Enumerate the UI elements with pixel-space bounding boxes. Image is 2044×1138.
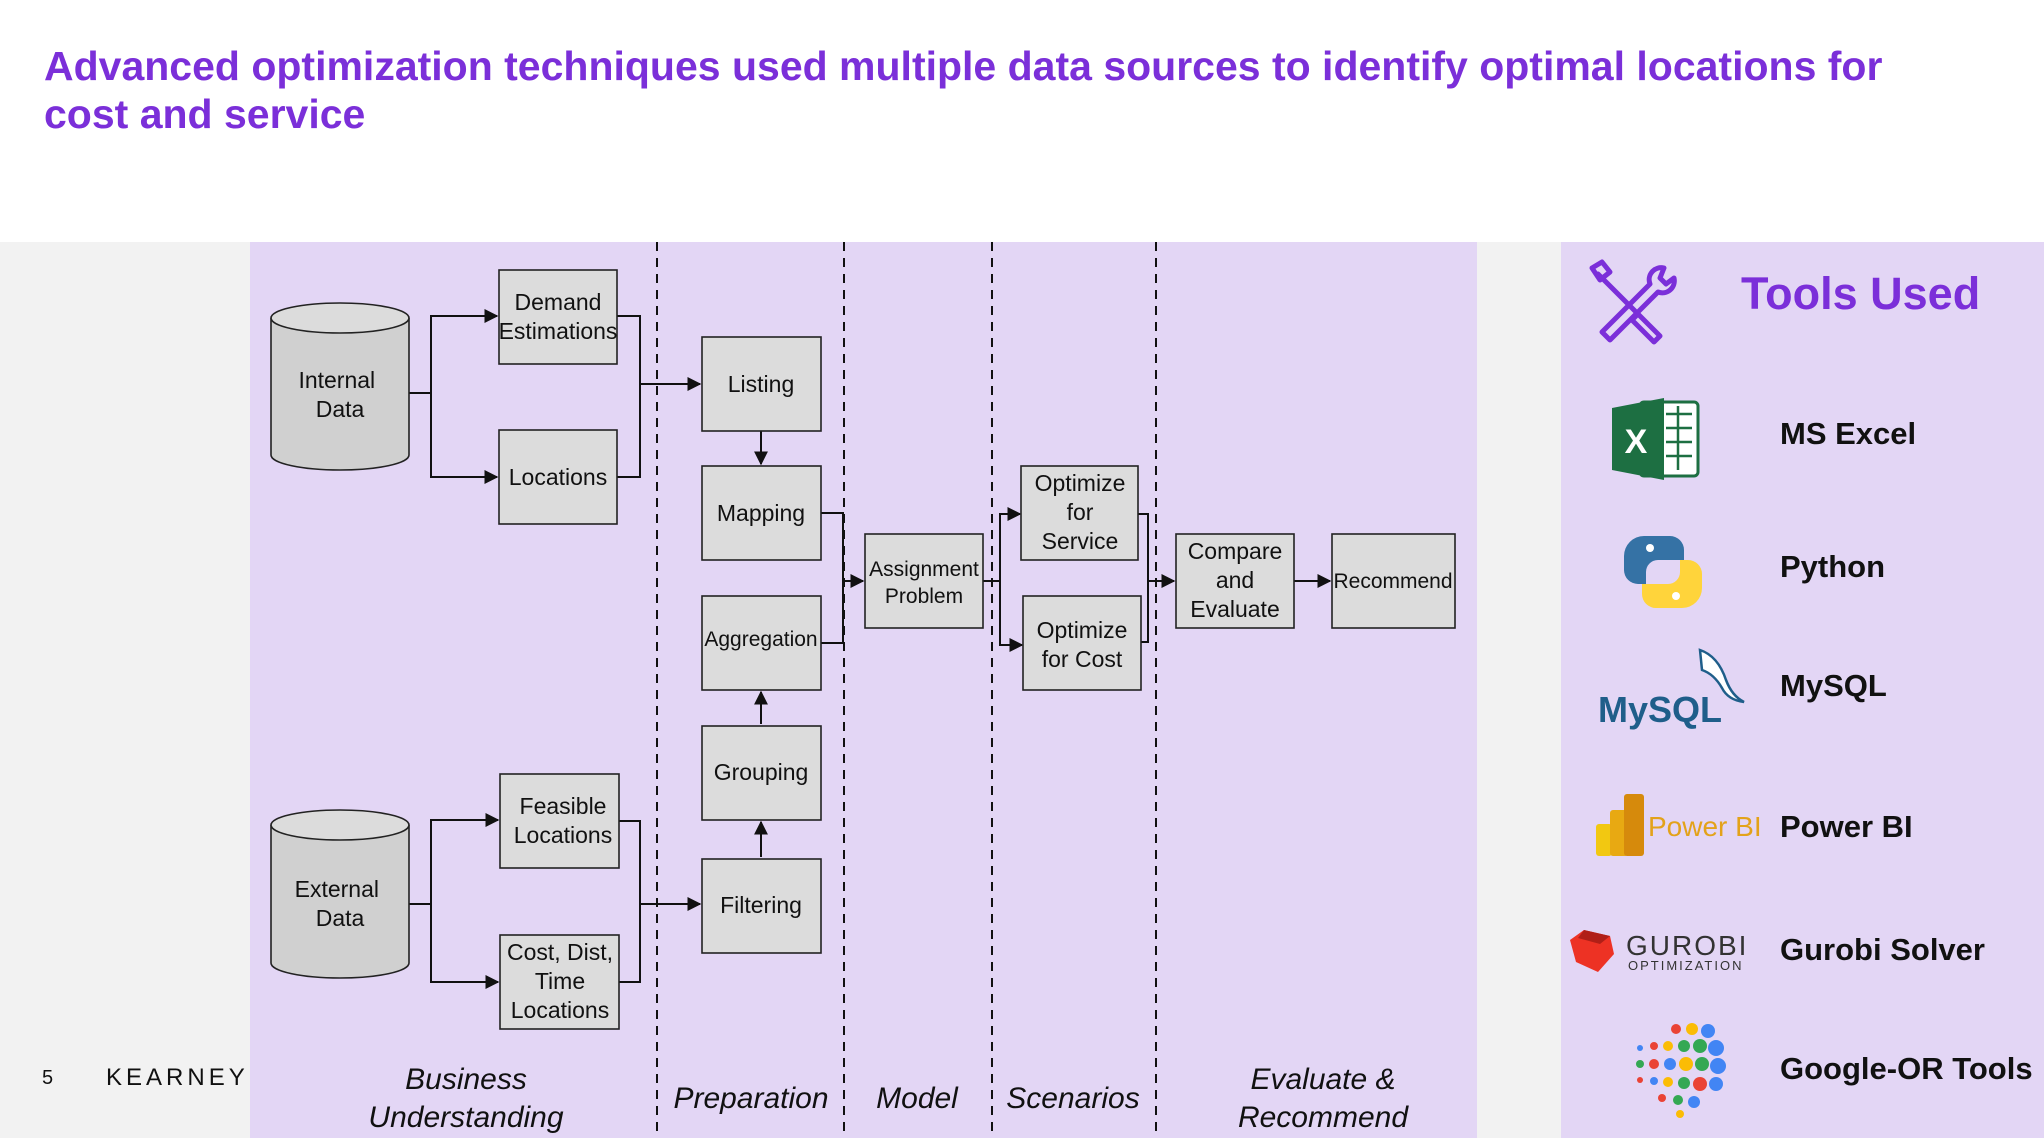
wrench-screwdriver-icon [1589,259,1677,345]
node-locations: Locations [498,429,618,525]
brand-logo: KEARNEY [106,1064,249,1091]
phase-model: Model [876,1082,959,1115]
gurobi-icon: GUROBI OPTIMIZATION [1570,930,1748,973]
excel-icon: X [1612,398,1700,480]
node-recommend: Recommend [1331,533,1456,629]
svg-text:MySQL: MySQL [1598,689,1722,730]
node-mapping: Mapping [701,465,822,561]
phase-separators [656,242,1157,1138]
process-panel [250,242,1477,1138]
svg-text:GUROBI: GUROBI [1626,930,1748,961]
tool-google-or-tools: Google-OR Tools [1780,1051,2033,1086]
svg-text:Grouping: Grouping [714,759,809,785]
page-number: 5 [42,1067,54,1089]
node-listing: Listing [701,336,822,432]
python-icon [1624,536,1702,608]
tools-used-title: Tools Used [1741,268,1981,319]
svg-text:Filtering: Filtering [720,892,802,918]
google-or-tools-icon [1636,1023,1726,1118]
page-title: Advanced optimization techniques used mu… [44,43,1883,137]
node-aggregation: Aggregation [701,595,822,691]
svg-text:Power BI: Power BI [1648,811,1762,842]
svg-text:Recommend: Recommend [1333,570,1452,593]
svg-text:Listing: Listing [728,371,794,397]
mysql-icon: MySQL [1598,648,1745,730]
phase-evaluate-recommend: Evaluate &Recommend [1238,1063,1409,1134]
tool-gurobi-solver: Gurobi Solver [1780,932,1985,967]
connectors [409,309,1332,989]
internal-data-cylinder: Internal Data [270,302,410,471]
svg-text:OPTIMIZATION: OPTIMIZATION [1628,958,1743,973]
phase-preparation: Preparation [673,1082,828,1115]
powerbi-icon: Power BI [1596,794,1762,856]
svg-text:Aggregation: Aggregation [704,628,817,651]
phase-scenarios: Scenarios [1006,1082,1139,1115]
node-grouping: Grouping [701,725,822,821]
svg-text:Mapping: Mapping [717,500,805,526]
tools-panel [1561,242,2044,1138]
tool-python: Python [1780,549,1886,584]
tool-ms-excel: MS Excel [1780,416,1917,451]
internal-data-label: Internal Data [298,367,381,422]
tool-mysql: MySQL [1780,668,1887,703]
tool-power-bi: Power BI [1780,809,1913,844]
node-filtering: Filtering [701,858,822,954]
svg-text:X: X [1625,423,1648,461]
external-data-label: External Data [295,876,386,931]
external-data-cylinder: External Data [270,809,410,979]
svg-text:Locations: Locations [509,464,607,490]
